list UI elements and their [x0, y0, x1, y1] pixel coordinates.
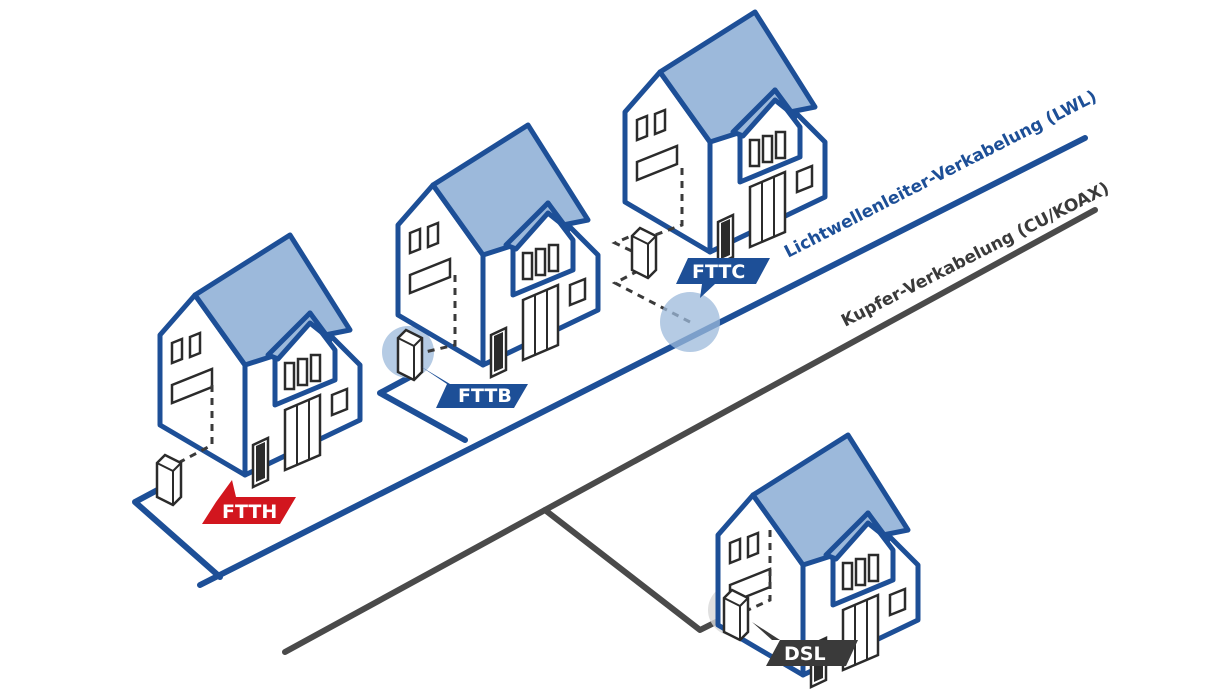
ftth-cabinet-icon: [155, 453, 183, 507]
fiber-cable: [197, 135, 1088, 588]
copper-branch-dsl: [542, 507, 733, 633]
fttb-inhouse-dashed: [424, 275, 457, 354]
dsl-cabinet-icon: [722, 588, 750, 642]
fiber-branch-fttb: [377, 374, 468, 443]
ftth-badge: FTTH: [202, 480, 296, 524]
house-ftth: [160, 235, 360, 487]
fttc-badge-text: FTTC: [692, 261, 745, 283]
fttb-badge-text: FTTB: [458, 385, 512, 407]
ftth-inhouse-dashed: [179, 385, 214, 464]
dsl-badge-text: DSL: [784, 643, 826, 665]
fttc-junction-highlight: [660, 292, 720, 352]
fttb-badge: FTTB: [420, 366, 528, 408]
ftth-badge-text: FTTH: [222, 501, 277, 523]
fttc-cabinet-icon: [630, 226, 658, 280]
fiber-branch-ftth: [132, 483, 223, 580]
fttc-badge: FTTC: [676, 258, 770, 298]
dsl-badge: DSL: [752, 622, 858, 666]
house-fttc: [625, 12, 825, 264]
fttb-cabinet-icon: [396, 328, 424, 382]
dsl-inhouse-dashed: [747, 530, 772, 612]
fttc-inhouse-dashed: [654, 168, 684, 237]
